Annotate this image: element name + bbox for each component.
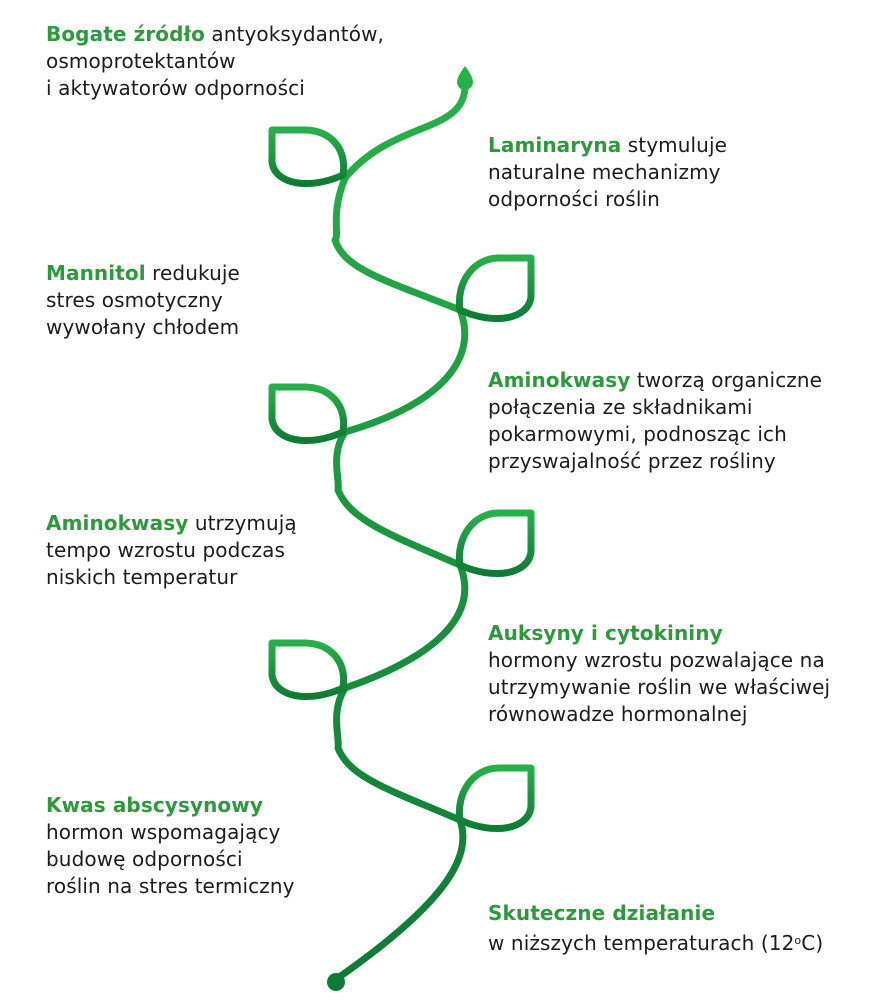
callout-kwas-abscysynowy: Kwas abscysynowy hormon wspomagający bud… <box>46 792 295 900</box>
callout-line: połączenia ze składnikami <box>488 395 753 419</box>
leaf-right-3 <box>455 764 535 833</box>
callout-highlight: Skuteczne działanie <box>488 901 716 925</box>
degree-sign: o <box>794 934 802 947</box>
callout-text: stymuluje <box>621 133 728 157</box>
callout-line: wywołany chłodem <box>46 315 240 339</box>
leaf-right-2 <box>455 509 535 578</box>
callout-line: w niższych temperaturach (12 <box>488 931 795 955</box>
callout-line: odporności roślin <box>488 187 660 211</box>
callout-mannitol: Mannitol redukuje stres osmotyczny wywoł… <box>46 260 240 341</box>
stem-end-dot <box>327 973 345 991</box>
callout-line: tempo wzrostu podczas <box>46 538 285 562</box>
callout-highlight: Aminokwasy <box>488 368 631 392</box>
callout-line: roślin na stres termiczny <box>46 874 295 898</box>
callout-highlight: Bogate źródło <box>46 22 205 46</box>
callout-line: stres osmotyczny <box>46 288 223 312</box>
callout-highlight: Kwas abscysynowy <box>46 793 263 817</box>
leaf-right-1 <box>455 254 535 323</box>
leaf-left-2 <box>268 383 348 445</box>
callout-aminokwasy-1: Aminokwasy tworzą organiczne połączenia … <box>488 367 822 475</box>
callout-highlight: Aminokwasy <box>46 511 189 535</box>
callout-line: utrzymywanie roślin we właściwej <box>488 675 831 699</box>
callout-line: budowę odporności <box>46 847 243 871</box>
callout-line-tail: C) <box>801 931 824 955</box>
callout-text: tworzą organiczne <box>630 368 823 392</box>
callout-text: utrzymują <box>188 511 297 535</box>
callout-line: i aktywatorów odporności <box>46 76 305 100</box>
callout-aminokwasy-2: Aminokwasy utrzymują tempo wzrostu podcz… <box>46 510 297 591</box>
callout-laminaryna: Laminaryna stymuluje naturalne mechanizm… <box>488 132 727 213</box>
callout-line: przyswajalność przez rośliny <box>488 449 776 473</box>
callout-highlight: Mannitol <box>46 261 146 285</box>
callout-bogate-zrodlo: Bogate źródło antyoksydantów, osmoprotek… <box>46 21 384 102</box>
callout-line: niskich temperatur <box>46 565 238 589</box>
leaf-left-1 <box>268 126 348 188</box>
callout-line: osmoprotektantów <box>46 49 236 73</box>
callout-highlight: Laminaryna <box>488 133 622 157</box>
callout-line: hormony wzrostu pozwalające na <box>488 648 825 672</box>
callout-line: hormon wspomagający <box>46 820 281 844</box>
callout-auksyny: Auksyny i cytokininy hormony wzrostu poz… <box>488 620 830 728</box>
callout-skuteczne: Skuteczne działanie w niższych temperatu… <box>488 900 823 957</box>
callout-highlight: Auksyny i cytokininy <box>488 621 723 645</box>
callout-text: redukuje <box>145 261 240 285</box>
callout-text: antyoksydantów, <box>204 22 384 46</box>
callout-line: naturalne mechanizmy <box>488 160 721 184</box>
bud-top <box>457 66 473 90</box>
callout-line: równowadze hormonalnej <box>488 702 748 726</box>
vine-stem <box>331 78 469 984</box>
leaf-left-3 <box>268 639 348 701</box>
callout-line: pokarmowymi, podnosząc ich <box>488 422 787 446</box>
